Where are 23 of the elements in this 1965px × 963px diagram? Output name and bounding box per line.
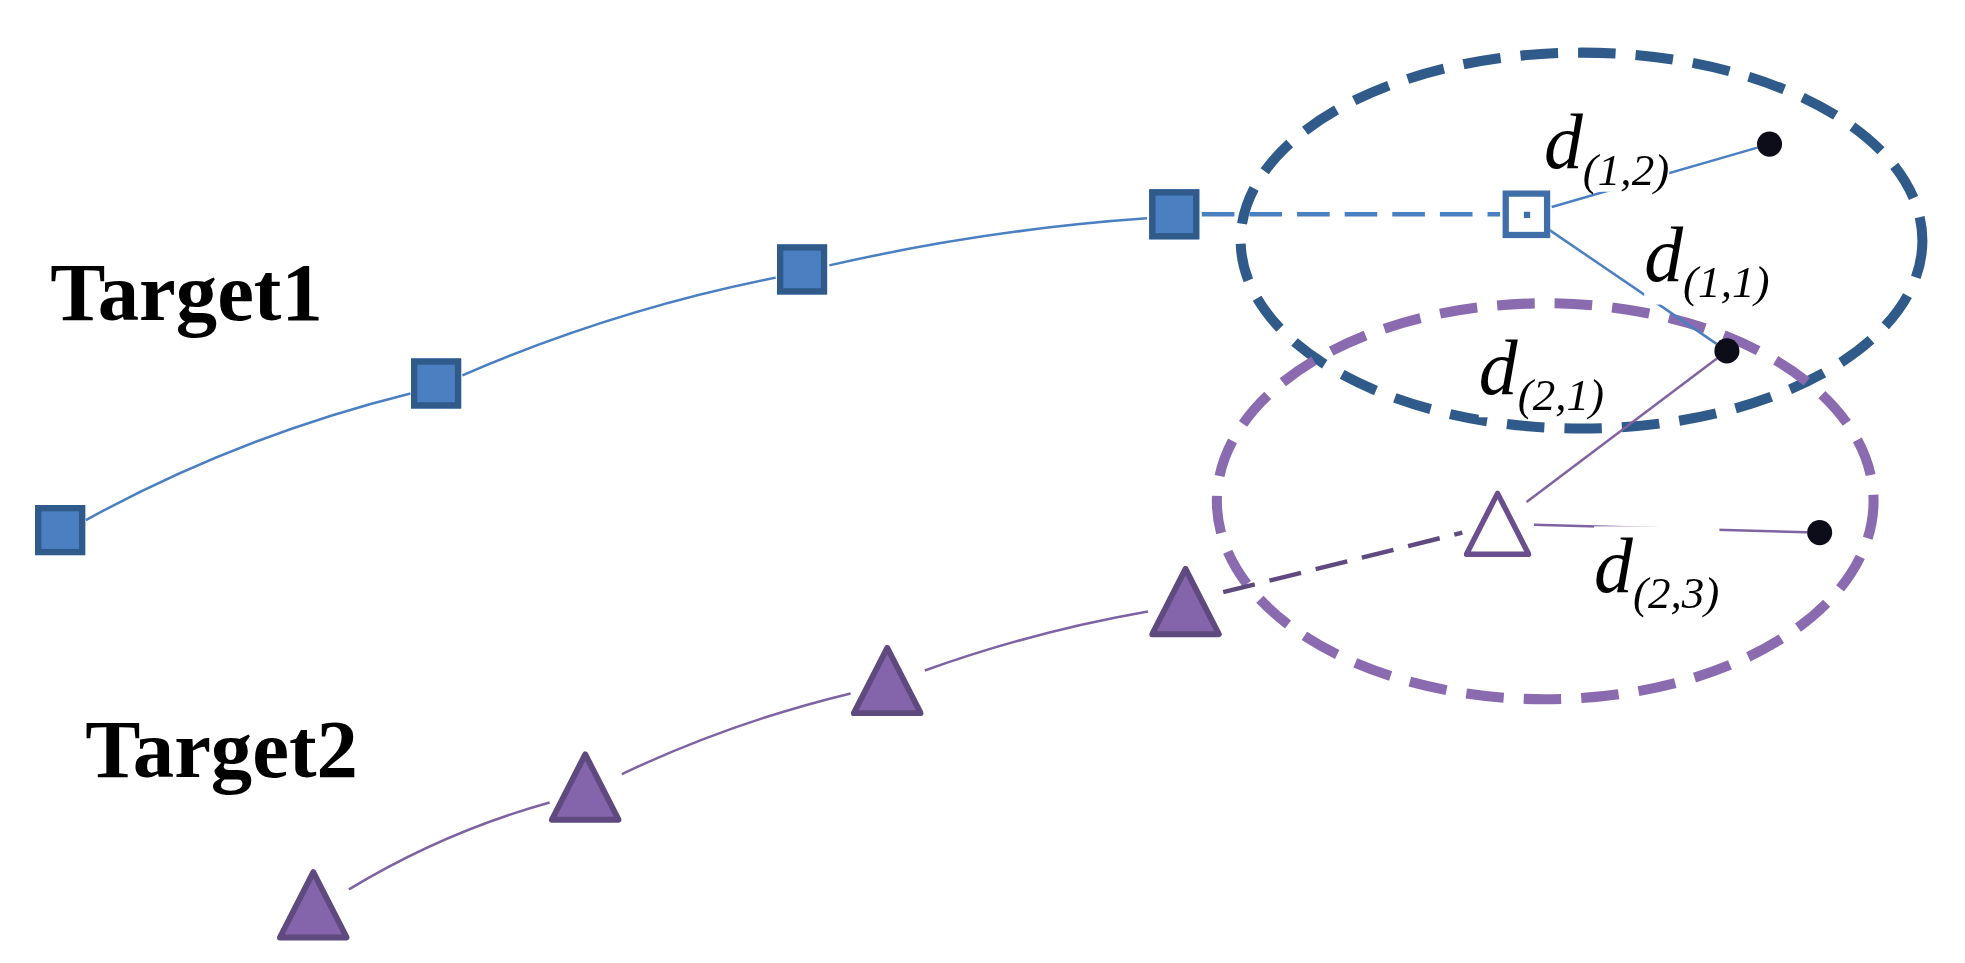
connector-line (1222, 530, 1463, 595)
predicted-triangle-marker (1463, 490, 1532, 558)
triangle-marker (548, 750, 622, 824)
square-marker (1149, 189, 1200, 240)
connector-line (461, 276, 776, 377)
triangle-marker (1149, 565, 1222, 638)
measurement-dot (1807, 520, 1833, 546)
measurement-dot (1757, 131, 1783, 157)
square-marker (411, 358, 462, 409)
predicted-square-marker (1502, 190, 1551, 239)
connector-line (85, 392, 411, 522)
connector-line (924, 610, 1149, 672)
distance-label: d$_{(2,3)}$ (1594, 526, 1720, 616)
connector-line (1201, 212, 1501, 217)
triangle-marker (276, 868, 350, 942)
measurement-dot (1714, 338, 1740, 364)
square-marker (777, 244, 828, 295)
connector-line (621, 692, 851, 776)
square-marker (35, 505, 86, 556)
connector-line (348, 801, 550, 891)
triangle-marker (850, 644, 924, 717)
connector-line (829, 217, 1148, 267)
connector-line (1525, 357, 1718, 503)
